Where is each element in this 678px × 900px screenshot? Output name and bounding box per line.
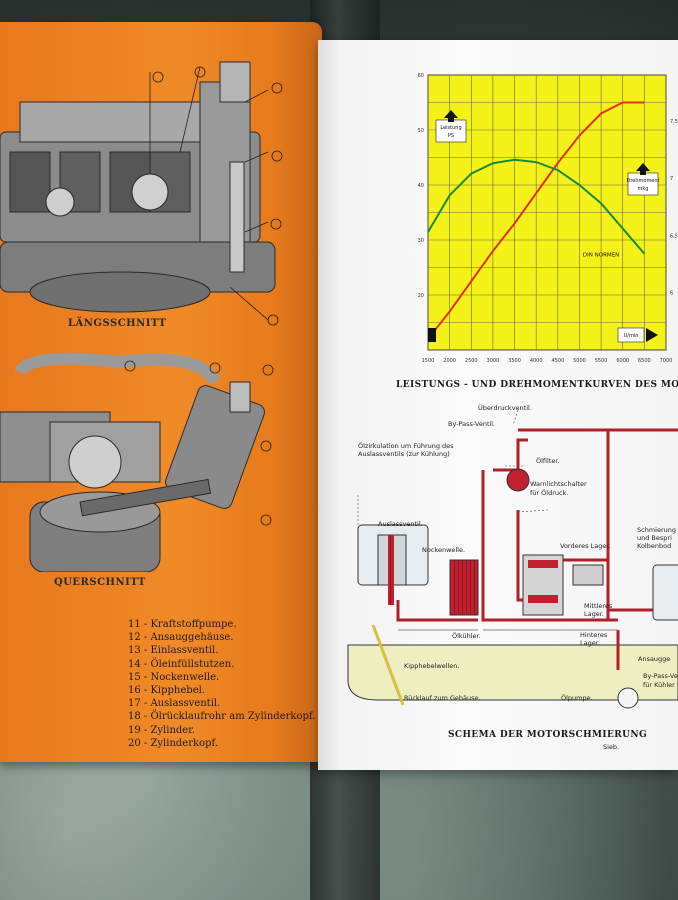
right-page: 1500 2000 2500 3000 3500 4000 4500 5000 5500 6000… xyxy=(318,40,678,770)
label-warnlicht-1: Warnlichtschalter xyxy=(530,480,587,488)
legend-power-arrow-icon xyxy=(444,110,458,122)
x-tick-label: 7000 xyxy=(660,358,673,364)
legend-power-text: Leistung xyxy=(440,125,461,131)
legend-item: 16 - Kipphebel. xyxy=(128,685,205,697)
y-left-tick-label: 60 xyxy=(418,73,424,79)
left-page: LÄNGSSCHNITT QUERSCHNITT 11 - Kraftstoff… xyxy=(0,22,322,762)
label-schmierung-3: Kolbenbod xyxy=(637,542,672,550)
x-unit-box xyxy=(617,327,645,343)
label-hinteres-lager-1: Hinteres xyxy=(580,631,608,639)
y-left-tick-label: 20 xyxy=(418,293,424,299)
label-vorderes-lager: Vorderes Lager. xyxy=(560,542,611,550)
x-tick-label: 3000 xyxy=(487,358,500,364)
chart-title: LEISTUNGS - UND DREHMOMENTKURVEN DES MOT… xyxy=(396,380,678,390)
series-torque-line xyxy=(427,158,646,255)
label-bypass-kuehler-2: für Kühler xyxy=(643,681,675,689)
section-title-cross: QUERSCHNITT xyxy=(54,577,146,588)
label-schmierung-2: und Bespri xyxy=(637,534,672,542)
legend-torque-arrow-icon xyxy=(636,163,650,175)
label-mittleres-lager-1: Mittleres xyxy=(584,602,613,610)
x-unit-label: U/min xyxy=(624,333,639,339)
engine-longitudinal-drawing xyxy=(0,61,283,326)
label-oelkuehler: Ölkühler. xyxy=(452,632,481,640)
y-left-tick-label: 30 xyxy=(418,238,424,244)
label-ruecklauf: Rücklauf zum Gehäuse. xyxy=(404,694,481,702)
x-tick-label: 5000 xyxy=(573,358,586,364)
legend-item: 17 - Auslassventil. xyxy=(128,698,221,710)
legend-item: 14 - Öleinfüllstutzen. xyxy=(128,658,235,670)
label-ansauggehaeuse: Ansaugge xyxy=(638,655,671,663)
label-mittleres-lager-2: Lager. xyxy=(584,610,604,618)
legend-item: 12 - Ansauggehäuse. xyxy=(128,632,234,644)
label-schmierung-1: Schmierung xyxy=(637,526,676,534)
label-oelfilter: Ölfilter. xyxy=(536,457,560,465)
label-warnlicht-2: für Öldruck. xyxy=(530,489,569,497)
legend-power-text: PS xyxy=(448,133,454,139)
label-oelzirkulation-1: Ölzirkulation um Führung des xyxy=(358,442,454,450)
label-oelpumpe: Ölpumpe. xyxy=(561,694,593,702)
section-title-longitudinal: LÄNGSSCHNITT xyxy=(68,318,167,329)
diagram-caption: SCHEMA DER MOTORSCHMIERUNG xyxy=(448,730,648,740)
x-tick-label: 4500 xyxy=(551,358,564,364)
label-hinteres-lager-2: Lager. xyxy=(580,639,600,647)
x-arrow-icon xyxy=(646,328,658,342)
y-origin-marker xyxy=(428,328,436,342)
legend-item: 11 - Kraftstoffpumpe. xyxy=(128,619,237,630)
label-auslassventil: Auslassventil. xyxy=(378,520,423,528)
x-tick-label: 6000 xyxy=(616,358,629,364)
x-tick-label: 1500 xyxy=(422,358,435,364)
legend-item: 20 - Zylinderkopf. xyxy=(128,737,218,749)
label-kipphebelwellen: Kipphebelwellen. xyxy=(404,662,460,670)
chart-annotation: DIN NORMEN xyxy=(583,253,619,259)
y-right-tick-label: 6 xyxy=(670,291,673,297)
label-bypass-ventil: By-Pass-Ventil. xyxy=(448,420,496,428)
label-oelzirkulation-2: Auslassventils (zur Kühlung) xyxy=(358,450,450,458)
legend-item: 13 - Einlassventil. xyxy=(128,645,219,657)
lubrication-schematic xyxy=(347,409,678,709)
y-right-tick-label: 7,5 xyxy=(670,119,678,125)
legend-torque-text: Drehmoment xyxy=(626,178,659,184)
legend-item: 19 - Zylinder. xyxy=(128,724,196,736)
engine-cross-section-drawing xyxy=(0,352,274,572)
power-torque-chart: 1500 2000 2500 3000 3500 4000 4500 5000 5500 6000… xyxy=(418,73,678,364)
label-sieb: Sieb. xyxy=(603,743,620,751)
label-nockenwelle: Nockenwelle. xyxy=(422,546,466,554)
legend-torque-text: mkg xyxy=(638,186,649,192)
legend-item: 18 - Ölrücklaufrohr am Zylinderkopf. xyxy=(128,711,316,723)
x-tick-label: 3500 xyxy=(508,358,521,364)
label-bypass-kuehler-1: By-Pass-Ve xyxy=(643,672,678,680)
parts-legend: 11 - Kraftstoffpumpe. 12 - Ansauggehäuse… xyxy=(128,618,315,750)
x-tick-label: 2000 xyxy=(443,358,456,364)
y-left-tick-label: 50 xyxy=(418,128,424,134)
series-power-line xyxy=(427,101,645,340)
x-tick-label: 2500 xyxy=(465,358,478,364)
legend-item: 15 - Nockenwelle. xyxy=(128,671,220,683)
y-left-tick-label: 40 xyxy=(418,183,424,189)
x-tick-label: 5500 xyxy=(595,358,608,364)
y-right-tick-label: 6,5 xyxy=(670,233,678,239)
y-right-tick-label: 7 xyxy=(670,176,673,182)
label-ueberdruckventil: Überdruckventil. xyxy=(478,404,532,412)
x-tick-label: 6500 xyxy=(638,358,651,364)
x-tick-label: 4000 xyxy=(530,358,543,364)
